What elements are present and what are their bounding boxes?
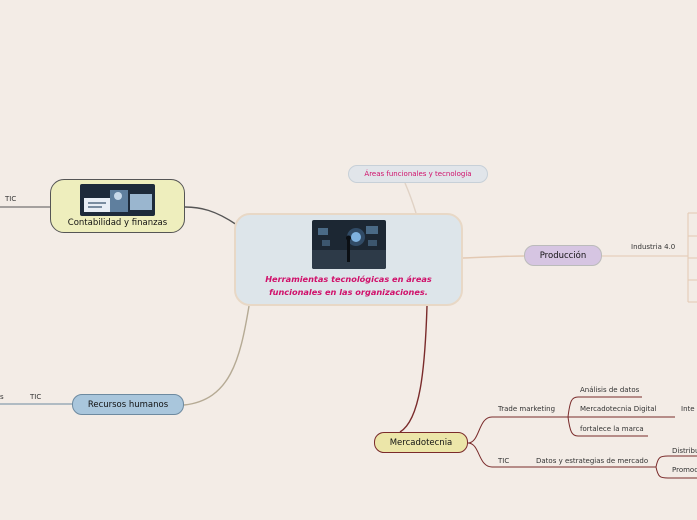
recursos-humanos-node[interactable]: Recursos humanos (72, 394, 184, 415)
areas-funcionales-node[interactable]: Áreas funcionales y tecnología (348, 165, 488, 183)
link-areas (404, 182, 417, 214)
central-title: Herramientas tecnológicas en áreas funci… (265, 274, 432, 297)
trade-marketing-label: Trade marketing (498, 405, 556, 413)
link-produccion (462, 255, 525, 259)
link-mercadotecnia (399, 305, 428, 433)
link-industria-branches (687, 212, 697, 303)
digital-label: Mercadotecnia Digital (580, 405, 657, 413)
merca-tic-label: TIC (498, 457, 510, 465)
contabilidad-image (80, 184, 155, 216)
produccion-node[interactable]: Producción (524, 245, 602, 266)
link-merca-branches (467, 416, 656, 468)
promocion-label: Promoc (672, 466, 697, 474)
analisis-label: Análisis de datos (580, 386, 640, 394)
link-trade-sub (567, 396, 675, 437)
contabilidad-title: Contabilidad y finanzas (67, 218, 168, 228)
link-contabilidad (184, 206, 238, 226)
distribucion-label: Distribu (672, 447, 697, 455)
datos-label: Datos y estrategias de mercado (536, 457, 649, 465)
link-rrhh (183, 305, 250, 406)
inte-label: Inte (681, 405, 695, 413)
rrhh-cut-label: s (0, 393, 4, 401)
industria-label: Industria 4.0 (631, 243, 676, 251)
mercadotecnia-node[interactable]: Mercadotecnia (374, 432, 468, 453)
central-topic[interactable]: Herramientas tecnológicas en áreas funci… (234, 213, 463, 306)
contabilidad-node[interactable]: Contabilidad y finanzas (50, 179, 185, 233)
fortalece-label: fortalece la marca (580, 425, 644, 433)
central-image (311, 220, 386, 269)
rrhh-tic-label: TIC (30, 393, 42, 401)
contabilidad-tic-label: TIC (5, 195, 17, 203)
link-datos-sub (655, 455, 697, 479)
